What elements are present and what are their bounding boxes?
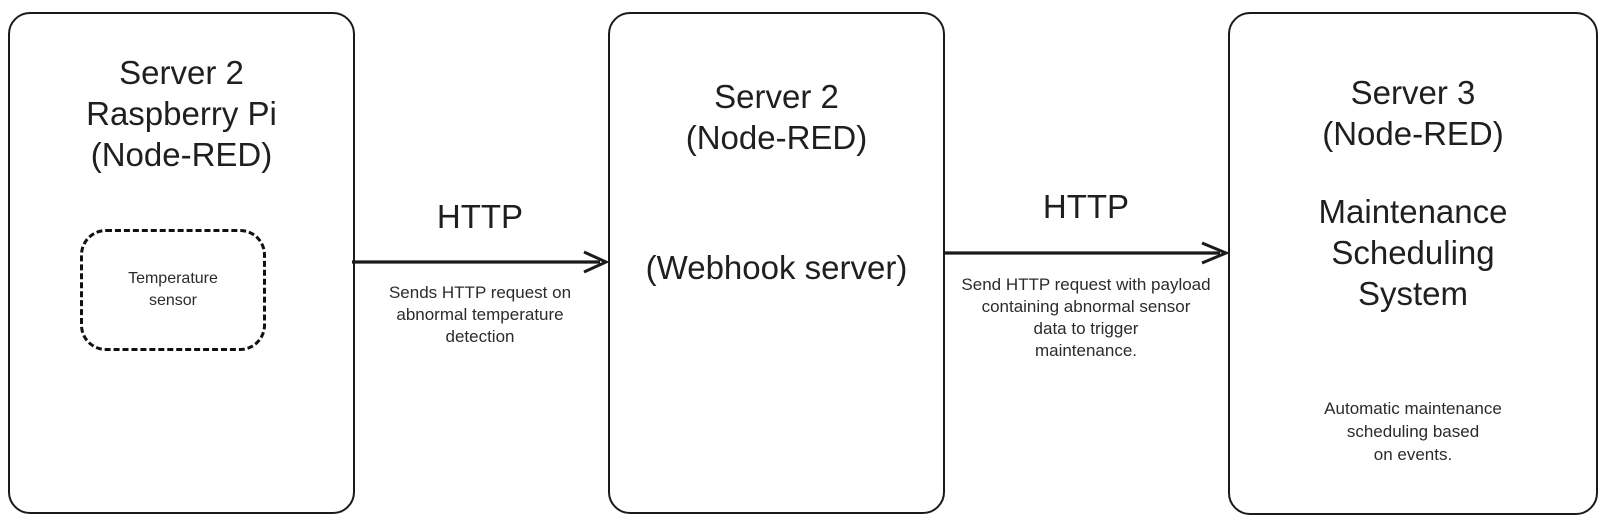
edge-protocol-label-2: HTTP — [1042, 188, 1130, 225]
node-title-server3: Server 3 (Node-RED) — [1322, 74, 1504, 152]
node-server3-maintenance[interactable]: Server 3 (Node-RED) Maintenance Scheduli… — [1228, 12, 1598, 515]
node-temperature-sensor[interactable]: Temperature sensor — [80, 229, 266, 351]
node-label-temperature-sensor: Temperature sensor — [128, 270, 218, 309]
node-subtitle-server3: Maintenance Scheduling System — [1318, 193, 1508, 312]
edge-description-label-2: Send HTTP request with payload containin… — [961, 275, 1211, 360]
node-note-server3: Automatic maintenance scheduling based o… — [1324, 399, 1502, 464]
node-server2-raspberry-pi[interactable]: Server 2 Raspberry Pi (Node-RED) Tempera… — [8, 12, 355, 514]
edge-description-label-1: Sends HTTP request on abnormal temperatu… — [388, 283, 572, 346]
edge-protocol-label-1: HTTP — [436, 198, 524, 235]
edge-arrow-pi-to-webhook — [352, 250, 612, 274]
node-title-server2-raspberry-pi: Server 2 Raspberry Pi (Node-RED) — [86, 54, 277, 173]
node-subtitle-server2-webhook: (Webhook server) — [645, 249, 908, 286]
node-title-server2-webhook: Server 2 (Node-RED) — [685, 78, 868, 156]
node-server2-webhook[interactable]: Server 2 (Node-RED) (Webhook server) — [608, 12, 945, 514]
edge-arrow-webhook-to-server3 — [944, 241, 1234, 265]
